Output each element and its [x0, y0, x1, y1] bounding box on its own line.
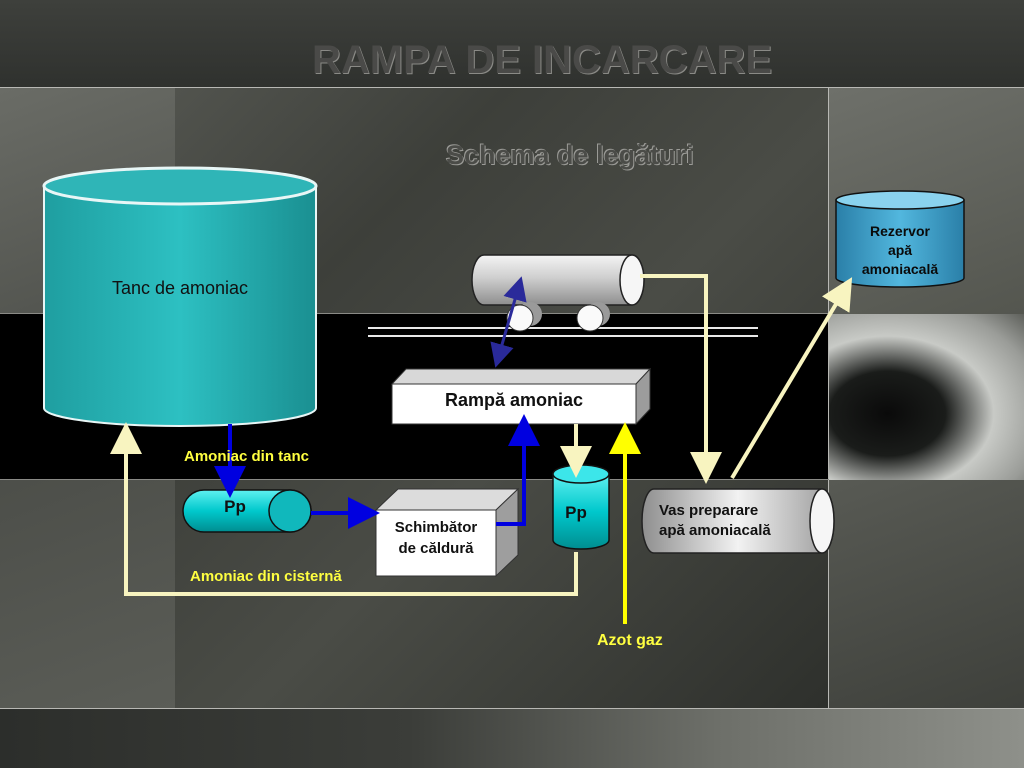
pump-right-label: Pp [565, 503, 587, 522]
divider-line-bottom [0, 708, 1024, 709]
reservoir-label-line-1: Rezervor [870, 223, 930, 239]
wagon-ramp-link [490, 276, 527, 368]
flow-from-cistern-label: Amoniac din cisternă [190, 568, 342, 585]
tanker-wagon [471, 254, 645, 332]
prep-vessel-label-line-1: Vas preparare [659, 502, 759, 519]
background-right-bottom [829, 480, 1024, 708]
heat-exchanger-label-line-1: Schimbător [394, 519, 478, 536]
pump-left-label: Pp [224, 497, 246, 516]
ammonia-tank [42, 166, 318, 427]
heat-exchanger-label-line-2: de căldură [398, 540, 474, 557]
flow-from-tank-label: Amoniac din tanc [184, 448, 310, 465]
background-top-band [0, 0, 1024, 88]
nitrogen-label: Azot gaz [597, 632, 663, 649]
reservoir-label-line-3: amoniacală [861, 261, 939, 277]
background-bottom-band [0, 708, 1024, 768]
divider-line-mid-bottom [0, 479, 829, 480]
divider-line-vertical [828, 88, 829, 708]
pump-left [182, 489, 312, 533]
background-photo [829, 314, 1024, 480]
divider-line-top [0, 87, 1024, 88]
prep-vessel-label: Vas preparare apă amoniacală [659, 501, 819, 541]
diagram-subtitle: Schema de legături [446, 140, 694, 170]
heat-exchanger [374, 487, 520, 578]
divider-line-mid-top [0, 313, 829, 314]
reservoir-label-line-2: apă [887, 242, 913, 258]
page-title: RAMPA DE INCARCARE [312, 38, 772, 82]
reservoir-label: Rezervor apă amoniacală [836, 222, 964, 279]
tank-label: Tanc de amoniac [111, 278, 249, 298]
prep-vessel-label-line-2: apă amoniacală [659, 522, 771, 539]
ramp-label: Rampă amoniac [444, 390, 584, 410]
ammonia-ramp [390, 367, 652, 426]
return-flow-lines [110, 274, 853, 596]
preparation-vessel [641, 488, 835, 554]
ammonia-flow-lines [214, 414, 540, 529]
heat-exchanger-label: Schimbător de căldură [376, 517, 496, 559]
rail-track [368, 327, 758, 337]
